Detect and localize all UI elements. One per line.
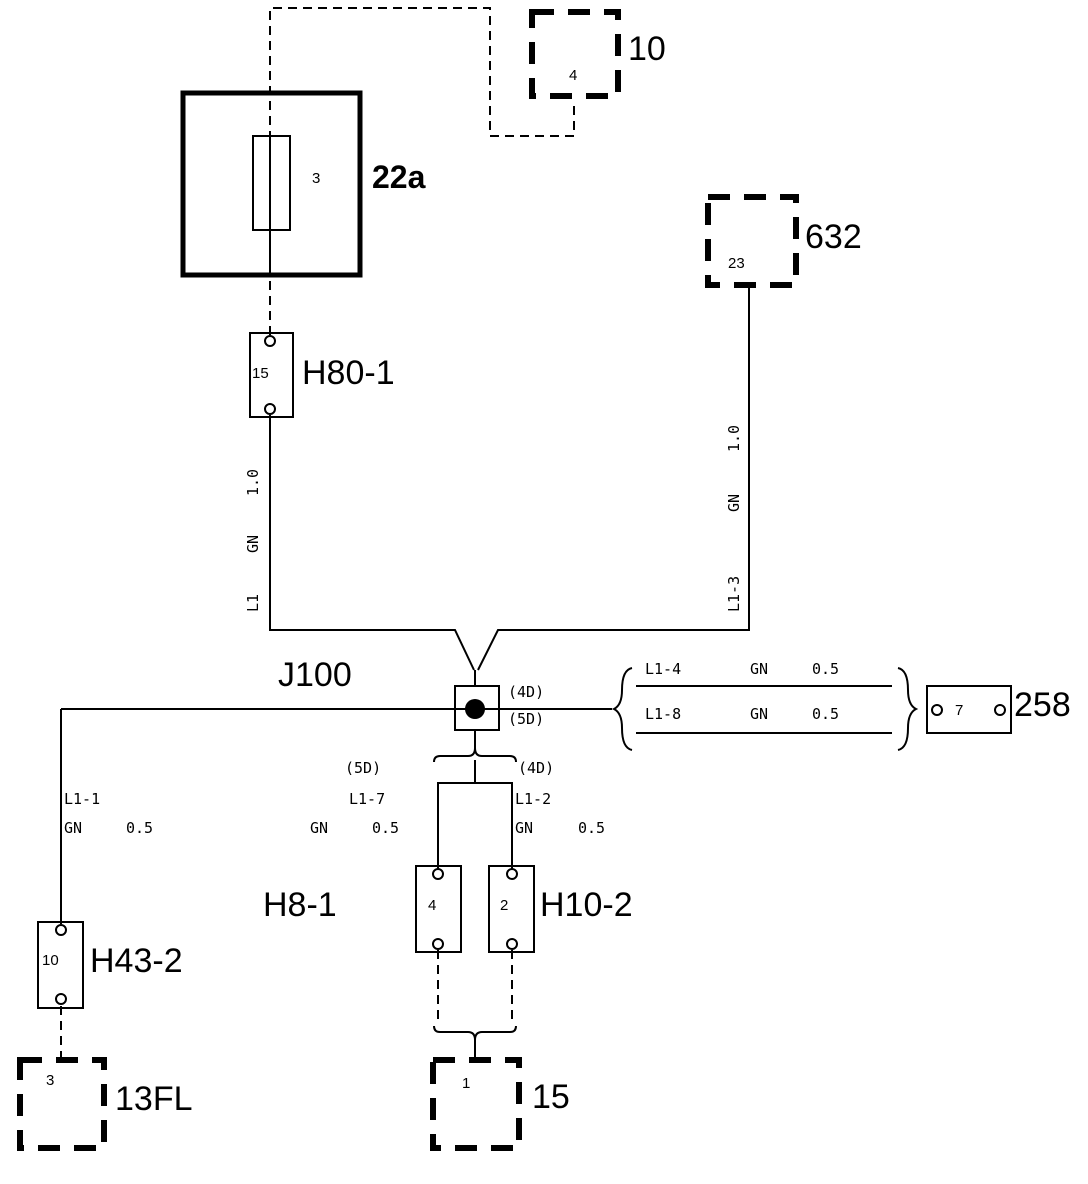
connector-pin-hole [506,938,518,950]
wire-l1-8-id: L1-8 [645,705,681,723]
branch-helper [438,758,475,783]
fuse-element [252,135,291,231]
connector-pin-hole [994,704,1006,716]
bundle-brace-left [611,667,633,751]
component-15: 1 15 [430,1057,570,1151]
wire-l1-7-color: GN [310,819,328,837]
component-13fl-box [17,1057,107,1151]
connector-pin-hole [264,403,276,415]
component-632-pin: 23 [728,255,745,272]
wire-l1-4-id: L1-4 [645,660,681,678]
wire-l1-id: L1 [244,594,262,612]
wire-l1-2-size: 0.5 [578,819,605,837]
connector-h80-1-body [249,332,294,418]
wire-l1-size: 1.0 [244,469,262,496]
component-15-label: 15 [532,1078,570,1116]
component-258-label: 258 [1014,686,1071,724]
j100-tag-5d-left: (5D) [345,759,381,777]
fuse-box [180,90,363,278]
component-22a: 3 22a [180,90,426,278]
connector-h8-1: 4 [415,865,462,953]
connector-pin-hole [432,938,444,950]
wire-l1-8-color: GN [750,705,768,723]
connector-h43-2-pin: 10 [42,952,59,969]
connector-h43-2: 10 H43-2 [37,921,183,1009]
wire-l1-1-id: L1-1 [64,790,100,808]
component-632-label: 632 [805,218,862,256]
connector-pin-hole [55,924,67,936]
component-10-box [529,9,621,99]
wire-l1 [269,415,475,671]
wire-l1-2-color: GN [515,819,533,837]
wire-l1-3-color: GN [725,494,743,512]
branch-brace-bottom [433,1025,517,1041]
wire-l1-2-path [475,782,513,870]
wire-l1-2-id: L1-2 [515,790,551,808]
component-15-pin: 1 [462,1075,470,1092]
component-258: 7 258 [926,685,1071,734]
junction-j100: J100 (4D) (5D) (5D) (4D) [278,656,554,777]
wire-l1-color: GN [244,535,262,553]
component-632-box [705,194,799,288]
component-13fl-label: 13FL [115,1080,193,1118]
component-258-pin: 7 [955,702,963,719]
connector-pin-hole [931,704,943,716]
wire-l1-8-size: 0.5 [812,705,839,723]
connector-h8-1-pin: 4 [428,897,436,914]
connector-h10-2: 2 H10-2 [488,865,633,953]
wire-l1-3 [477,288,750,671]
component-13fl: 3 13FL [17,1057,193,1151]
component-258-box [926,685,1012,734]
connector-pin-hole [432,868,444,880]
j100-tag-4d-bottom: (4D) [518,759,554,777]
wire-l1-1-color: GN [64,819,82,837]
component-22a-label: 22a [372,159,426,195]
wire-l1-7-path [437,760,476,870]
connector-h10-2-label: H10-2 [540,886,633,924]
wire-bundle-258: L1-4 GN 0.5 L1-8 GN 0.5 [611,660,919,751]
connector-h80-1-pin: 15 [252,365,269,382]
bundle-brace-right [897,667,919,751]
component-13fl-pin: 3 [46,1072,54,1089]
j100-tag-4d-right: (4D) [508,683,544,701]
wire-l1-3-size: 1.0 [725,425,743,452]
wire-l1-7-id: L1-7 [349,790,385,808]
wire-l1-4-color: GN [750,660,768,678]
connector-pin-hole [506,868,518,880]
wire-l1-1-size: 0.5 [126,819,153,837]
j100-tag-5d-right: (5D) [508,710,544,728]
component-10-pin: 4 [569,67,577,84]
connector-pin-hole [264,335,276,347]
connector-h80-1: 15 H80-1 [249,332,395,418]
wire-l1-4-size: 0.5 [812,660,839,678]
component-632: 23 632 [705,194,862,288]
component-15-box [430,1057,522,1151]
branch-brace-top [433,731,517,763]
component-22a-pin: 3 [312,170,320,187]
wire-l1-7-size: 0.5 [372,819,399,837]
connector-pin-hole [55,993,67,1005]
connector-h10-2-pin: 2 [500,897,508,914]
connector-h80-1-label: H80-1 [302,354,395,392]
component-10-label: 10 [628,30,666,68]
dashed-link-to-10 [269,7,575,335]
component-10: 4 10 [529,9,666,99]
wire-l1-3-id: L1-3 [725,576,743,612]
connector-h43-2-label: H43-2 [90,942,183,980]
connector-h8-1-label: H8-1 [263,886,337,924]
junction-j100-label: J100 [278,656,352,694]
